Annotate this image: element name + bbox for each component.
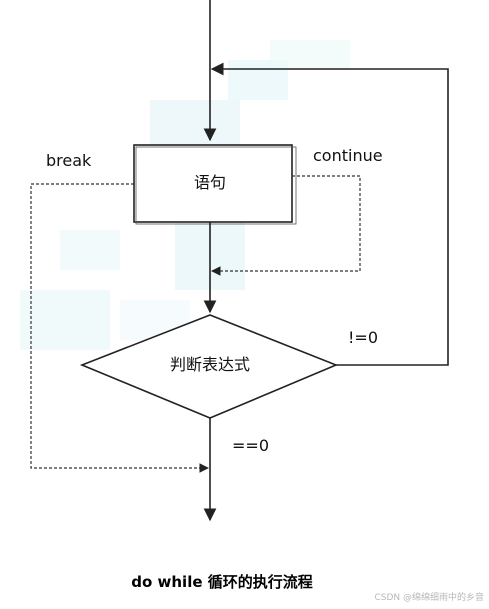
diagram-caption: do while 循环的执行流程 xyxy=(131,573,312,591)
watermark: CSDN @绵绵细雨中的乡音 xyxy=(374,591,484,603)
continue-path xyxy=(211,175,361,276)
not-zero-label: !=0 xyxy=(348,328,378,347)
condition-label: 判断表达式 xyxy=(170,355,250,374)
break-path xyxy=(30,183,209,473)
break-label: break xyxy=(46,151,92,170)
statement-box: 语句 xyxy=(133,144,297,225)
equals-zero-label: ==0 xyxy=(232,436,269,455)
statement-label: 语句 xyxy=(194,173,226,192)
loop-back-path xyxy=(210,62,449,366)
continue-label: continue xyxy=(313,146,383,165)
